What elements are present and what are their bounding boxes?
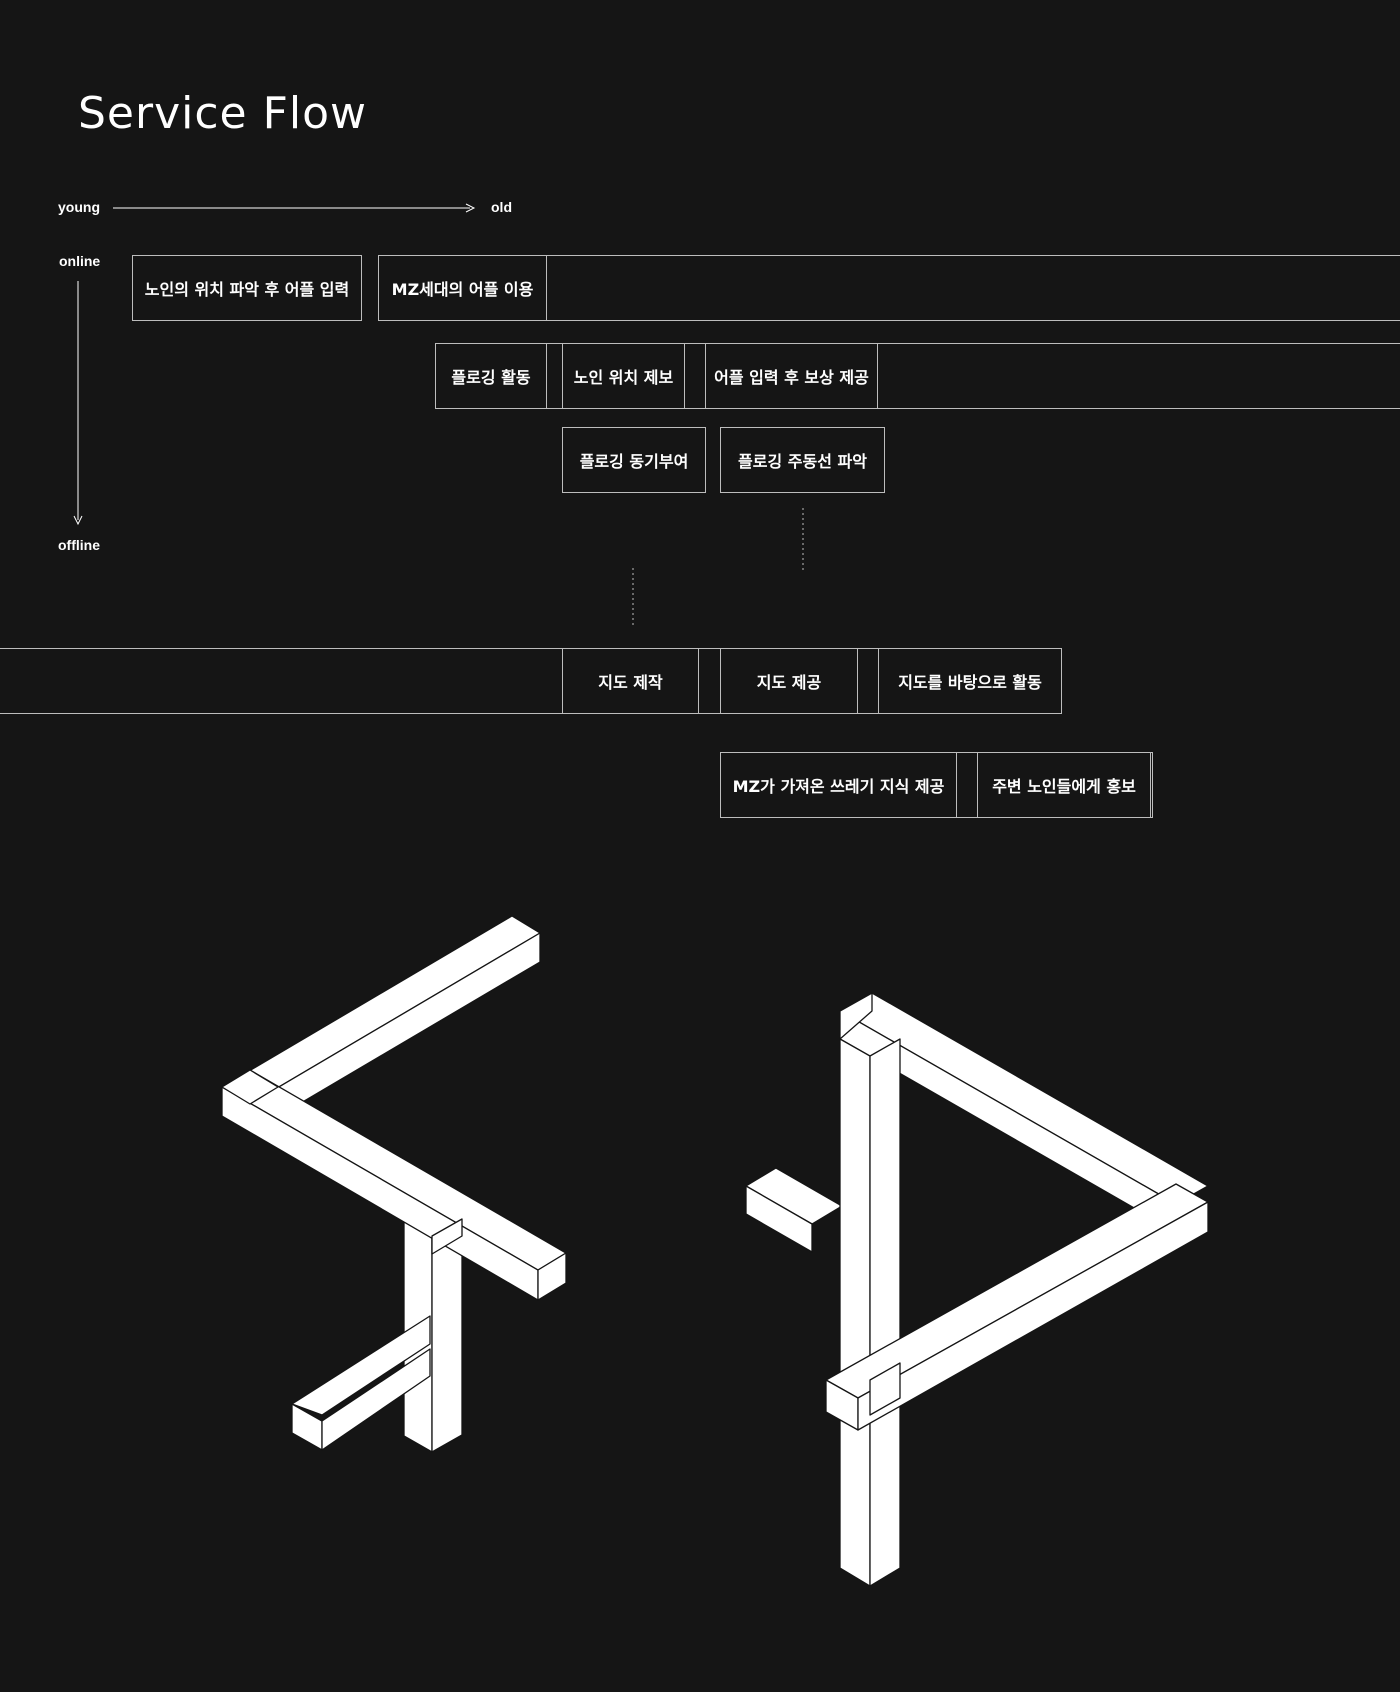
- step-box: 노인 위치 제보: [562, 343, 685, 409]
- step-box: 플로깅 주동선 파악: [720, 427, 885, 493]
- online-offline-arrowhead: [73, 515, 83, 526]
- young-label: young: [58, 199, 100, 215]
- old-label: old: [491, 199, 512, 215]
- right-isometric-figure: [745, 992, 1209, 1587]
- online-label: online: [59, 253, 101, 269]
- step-box: 플로깅 활동: [435, 343, 547, 409]
- step-box: 지도 제작: [562, 648, 699, 714]
- step-box: MZ가 가져온 쓰레기 지식 제공: [720, 752, 957, 818]
- step-box: 플로깅 동기부여: [562, 427, 706, 493]
- left-isometric-figure: [221, 915, 567, 1453]
- step-box: 지도 제공: [720, 648, 858, 714]
- step-box: 지도를 바탕으로 활동: [878, 648, 1062, 714]
- step-box: 주변 노인들에게 홍보: [977, 752, 1151, 818]
- step-box: 어플 입력 후 보상 제공: [705, 343, 878, 409]
- young-old-arrowhead: [465, 203, 476, 213]
- step-box: MZ세대의 어플 이용: [378, 255, 547, 321]
- offline-label: offline: [58, 537, 100, 553]
- page-title: Service Flow: [78, 88, 368, 139]
- step-box: 노인의 위치 파악 후 어플 입력: [132, 255, 362, 321]
